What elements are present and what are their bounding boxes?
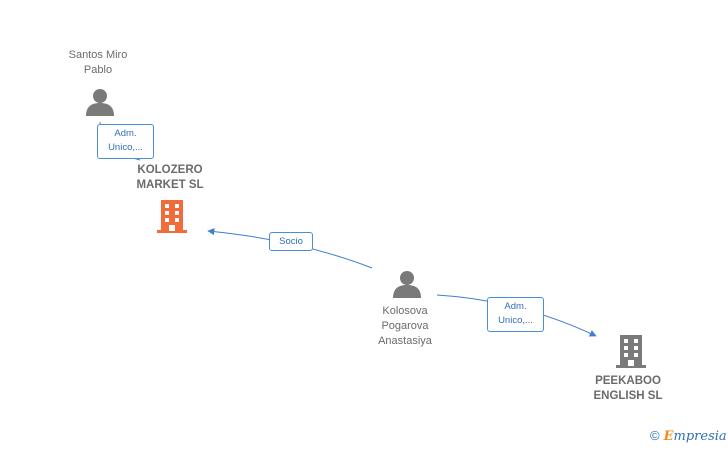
edge-label-santos-kolozero[interactable]: Adm. Unico,... bbox=[97, 124, 154, 159]
building-icon[interactable] bbox=[616, 335, 646, 368]
building-icon[interactable] bbox=[157, 200, 187, 233]
brand-logo-letter: E bbox=[663, 429, 674, 444]
edge-label-kolosova-kolozero[interactable]: Socio bbox=[269, 232, 313, 251]
brand-logo-text: mpresia bbox=[673, 429, 727, 444]
copyright-symbol: © bbox=[650, 428, 660, 443]
node-label-santos[interactable]: Santos Miro Pablo bbox=[68, 49, 128, 76]
person-icon[interactable] bbox=[86, 89, 114, 116]
node-label-kolozero[interactable]: KOLOZERO MARKET SL bbox=[136, 164, 204, 191]
node-label-kolosova[interactable]: Kolosova Pogarova Anastasiya bbox=[378, 305, 432, 347]
person-icon[interactable] bbox=[393, 271, 421, 298]
node-label-peekaboo[interactable]: PEEKABOO ENGLISH SL bbox=[593, 375, 663, 402]
brand-logo: ©Empresia bbox=[650, 428, 727, 444]
edge-label-kolosova-peekaboo[interactable]: Adm. Unico,... bbox=[487, 297, 544, 332]
